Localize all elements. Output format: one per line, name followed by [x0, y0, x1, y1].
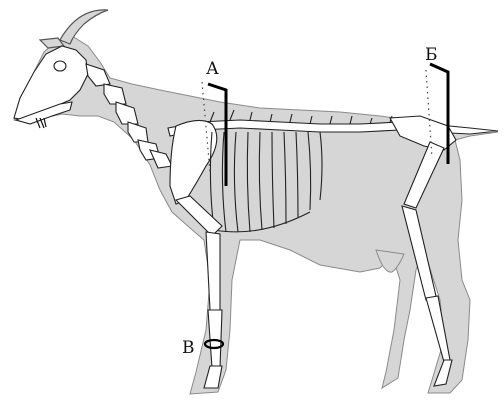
label-v: В: [182, 338, 195, 358]
goat-body-silhouette: [14, 36, 498, 394]
label-a: А: [206, 59, 219, 79]
horn: [60, 10, 108, 44]
label-b: Б: [425, 45, 438, 65]
eye-orbit: [54, 61, 66, 71]
